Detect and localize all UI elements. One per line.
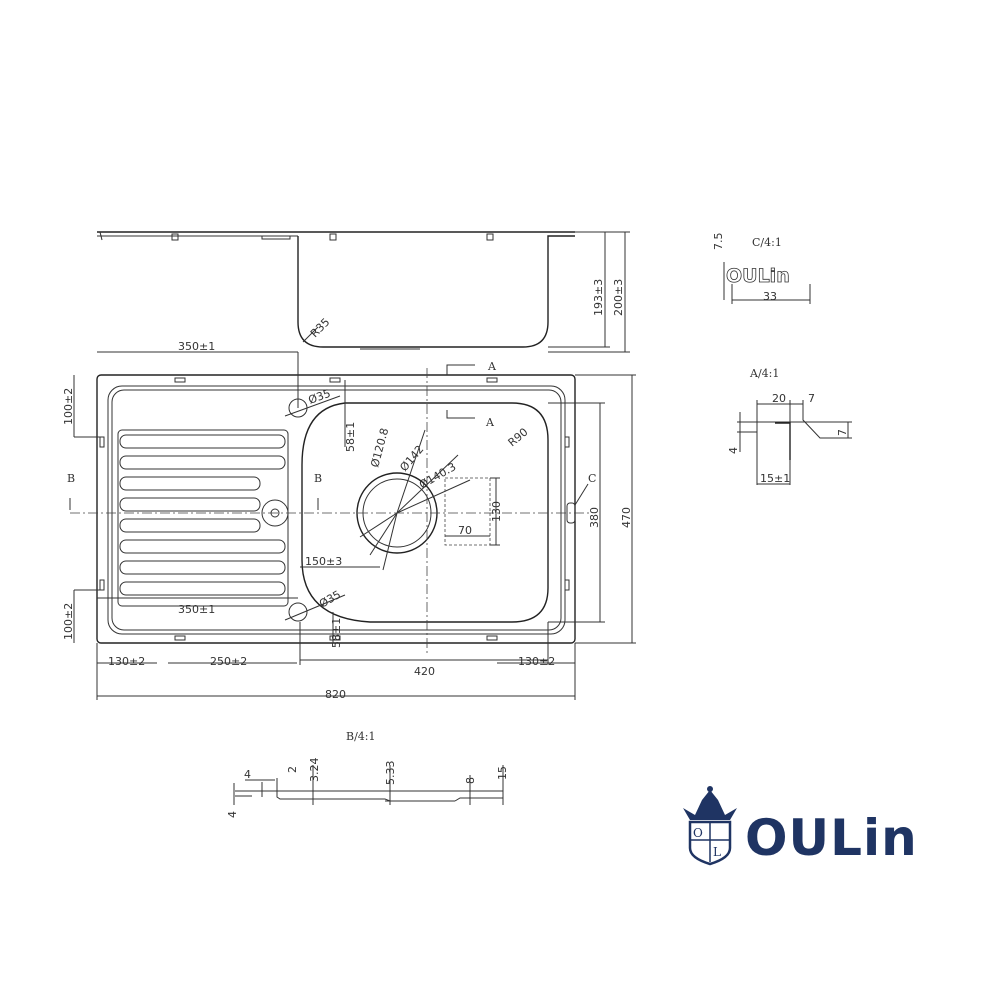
crown-shield-icon: O L	[683, 786, 737, 866]
label-r35: R35	[308, 316, 332, 340]
brand-name: OULin	[745, 809, 918, 867]
label-470: 470	[620, 507, 633, 528]
section-a-top: A	[487, 360, 497, 373]
label-drain-d3: Ø140.3	[417, 460, 458, 491]
detail-c-title: C/4:1	[752, 236, 782, 249]
section-b-right: B	[314, 472, 322, 485]
plan-view: 350±1 350±1 100±2 100±2 Ø35 Ø35 58±1 58±…	[62, 340, 636, 701]
label-70: 70	[458, 524, 472, 537]
label-130-right: 130±2	[518, 655, 555, 668]
tap-hole-bottom	[288, 602, 308, 622]
label-130-v: 130	[490, 501, 503, 522]
mounting-clips	[99, 377, 570, 641]
detail-c-height: 7.5	[712, 233, 725, 251]
label-350-bottom: 350±1	[178, 603, 215, 616]
section-a-bottom: A	[485, 416, 495, 429]
label-193: 193±3	[592, 279, 605, 316]
detail-c-width: 33	[763, 290, 777, 303]
label-200: 200±3	[612, 279, 625, 316]
detail-c-emboss: OULin	[726, 265, 790, 287]
detail-a-7-top: 7	[808, 392, 815, 405]
detail-a-20: 20	[772, 392, 786, 405]
label-820: 820	[325, 688, 346, 701]
brand-logo: O L OULin	[683, 786, 918, 867]
label-130-left: 130±2	[108, 655, 145, 668]
label-drain-d1: Ø120.8	[368, 427, 391, 469]
detail-a: A/4:1 20 7 7 4 15±1	[727, 367, 852, 485]
shield-letter-l: L	[713, 845, 721, 859]
detail-b-8: 8	[464, 777, 477, 784]
label-420: 420	[414, 665, 435, 678]
detail-b-title: B/4:1	[346, 730, 376, 743]
label-250: 250±2	[210, 655, 247, 668]
detail-a-15: 15±1	[760, 472, 790, 485]
detail-b-4-v: 4	[226, 811, 239, 818]
detail-a-title: A/4:1	[749, 367, 779, 380]
detail-b-2: 2	[286, 766, 299, 773]
section-b-left: B	[67, 472, 75, 485]
section-c: C	[588, 472, 596, 485]
detail-c: C/4:1 OULin 7.5 33	[712, 233, 811, 304]
shield-letter-o: O	[693, 826, 703, 840]
label-100-top: 100±2	[62, 388, 75, 425]
label-150: 150±3	[305, 555, 342, 568]
label-hole-bottom: Ø35	[317, 588, 343, 611]
label-58-top: 58±1	[344, 422, 357, 452]
detail-b: B/4:1 4 2 4 3.24 5.33 8 15	[226, 730, 509, 818]
label-380: 380	[588, 507, 601, 528]
label-350-top: 350±1	[178, 340, 215, 353]
detail-b-324: 3.24	[308, 758, 321, 783]
side-view: R35 193±3 200±3	[97, 231, 630, 353]
detail-b-4-h: 4	[244, 768, 251, 781]
detail-b-533: 5.33	[384, 761, 397, 786]
detail-a-4: 4	[727, 447, 740, 454]
detail-b-15: 15	[496, 766, 509, 780]
label-58-bottom: 58±1	[330, 618, 343, 648]
drainer-ribs	[117, 429, 289, 607]
detail-a-7-side: 7	[836, 429, 849, 436]
label-100-bottom: 100±2	[62, 603, 75, 640]
label-r90: R90	[506, 425, 531, 449]
